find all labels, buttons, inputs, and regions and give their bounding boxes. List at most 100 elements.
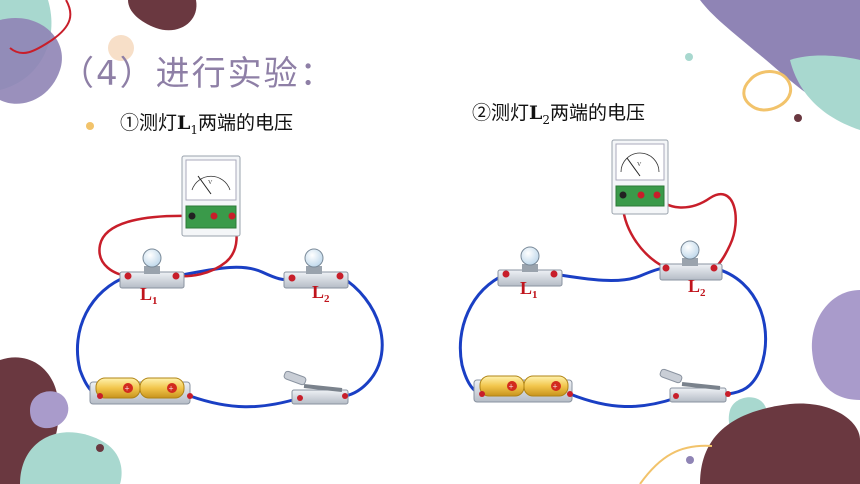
battery-2-plus-a-sign: + (509, 382, 514, 392)
voltmeter-2-terminal-15 (653, 191, 661, 199)
wire-blue-c1-middle (175, 265, 293, 282)
lamp-2a-subscript: 1 (532, 289, 538, 301)
blob-top-maroon (128, 0, 197, 31)
voltmeter-2-terminal-neg (619, 191, 627, 199)
wire-blue-c1-right (339, 274, 384, 398)
lamp-1a-bulb (142, 248, 162, 268)
switch-2-handle (659, 368, 683, 384)
lamp-2b-terminal-left (662, 264, 670, 272)
blob-top-right-teal (790, 55, 860, 130)
circuit-1: V L1 L2 (75, 155, 384, 409)
caption-2-suffix: 两端的电压 (550, 102, 646, 124)
voltmeter-1-scale (191, 175, 231, 191)
lamp-1b-terminal-left (288, 274, 296, 282)
voltmeter-1-terminal-15 (228, 212, 236, 220)
lamp-2a-terminal-right (550, 270, 558, 278)
lamp-1a-socket (144, 266, 160, 274)
blob-bottom-right-maroon (700, 403, 860, 484)
voltmeter-1-needle (197, 175, 212, 195)
dot-maroon-left (96, 444, 104, 452)
battery-2-plus-b-sign: + (553, 382, 558, 392)
caption-2-prefix: ②测灯 (472, 102, 530, 124)
switch-1-handle (283, 370, 307, 386)
dot-yellow-left (86, 122, 94, 130)
page-heading: （4）进行实验： (60, 54, 336, 94)
circuit-2: V L1 L2 (458, 139, 768, 409)
lamp-2b-subscript: 2 (700, 287, 706, 299)
wire-red-c2-right (655, 193, 737, 270)
blob-bottom-left-purple (30, 391, 69, 429)
lamp-1b-letter: L (312, 282, 324, 302)
experiment-1-caption: ①测灯L1两端的电压 (120, 108, 293, 137)
wire-blue-c2-right (713, 266, 768, 396)
caption-1-subscript: 1 (190, 122, 199, 137)
lamp-2a-label: L1 (520, 278, 538, 301)
dot-purple-bottom (686, 456, 694, 464)
battery-2-cell-a (479, 375, 525, 397)
battery-1-plus-b-sign: + (169, 384, 174, 394)
battery-1-plus-a-sign: + (125, 384, 130, 394)
battery-2-plus-a (507, 381, 517, 391)
blob-bottom-left-teal (20, 432, 122, 484)
wire-blue-c2-middle (553, 266, 667, 282)
battery-1-terminal-right (187, 393, 193, 399)
line-yellow-bottom (639, 444, 713, 484)
wire-blue-c2-bottom (569, 392, 677, 409)
battery-2-plus-b (551, 381, 561, 391)
lamp-2b-letter: L (688, 276, 700, 296)
battery-2-cell-b (523, 375, 569, 397)
lamp-2a-socket (522, 264, 538, 272)
lamp-holder-1a: L1 (119, 248, 185, 307)
switch-1-base (291, 389, 349, 405)
voltmeter-1-unit: V (208, 180, 213, 186)
lamp-holder-2a: L1 (497, 246, 563, 301)
battery-1-cell-b (139, 377, 185, 399)
lamp-1a-letter: L (140, 284, 152, 304)
switch-2-lever (681, 382, 721, 390)
caption-1-letter: L (177, 112, 191, 134)
battery-pack-2: + + (473, 375, 573, 403)
wire-blue-c1-bottom (189, 394, 301, 409)
lamp-1b-label: L2 (312, 282, 330, 305)
lamp-1a-label: L1 (140, 284, 158, 307)
caption-1-suffix: 两端的电压 (198, 112, 294, 134)
voltmeter-1: V (181, 155, 241, 237)
caption-1-prefix: ①测灯 (120, 112, 178, 134)
red-swirl-line (9, 0, 72, 55)
battery-2-terminal-right (567, 391, 573, 397)
voltmeter-1-terminal-neg (188, 212, 196, 220)
lamp-1b-subscript: 2 (324, 293, 330, 305)
lamp-2b-socket (682, 258, 698, 266)
lamp-1a-subscript: 1 (152, 295, 158, 307)
switch-1-terminal-left (297, 395, 303, 401)
lamp-2a-terminal-left (502, 270, 510, 278)
dot-maroon-right (794, 114, 802, 122)
voltmeter-2: V (611, 139, 669, 215)
battery-1-plus-a (123, 383, 133, 393)
voltmeter-2-needle (626, 157, 641, 177)
lamp-1b-bulb (304, 248, 324, 268)
lamp-2b-bulb (680, 240, 700, 260)
lamp-2b-terminal-right (710, 264, 718, 272)
blob-right-purple (811, 290, 860, 400)
battery-2-terminal-left (479, 391, 485, 397)
experiment-2-caption: ②测灯L2两端的电压 (472, 98, 645, 127)
lamp-2a-letter: L (520, 278, 532, 298)
lamp-1b-terminal-right (336, 272, 344, 280)
switch-1 (283, 370, 349, 405)
caption-2-subscript: 2 (542, 112, 551, 127)
lamp-2a-bulb (520, 246, 540, 266)
lamp-holder-2b: L2 (659, 240, 723, 299)
battery-pack-1: + + (89, 377, 193, 405)
battery-1-plus-b (167, 383, 177, 393)
lamp-1a-terminal-right (172, 272, 180, 280)
voltmeter-1-terminal-3 (210, 212, 218, 220)
ring-yellow (742, 70, 793, 112)
switch-1-lever (303, 384, 343, 392)
caption-2-letter: L (529, 102, 543, 124)
dot-peach (108, 35, 134, 61)
dot-teal (685, 53, 693, 61)
